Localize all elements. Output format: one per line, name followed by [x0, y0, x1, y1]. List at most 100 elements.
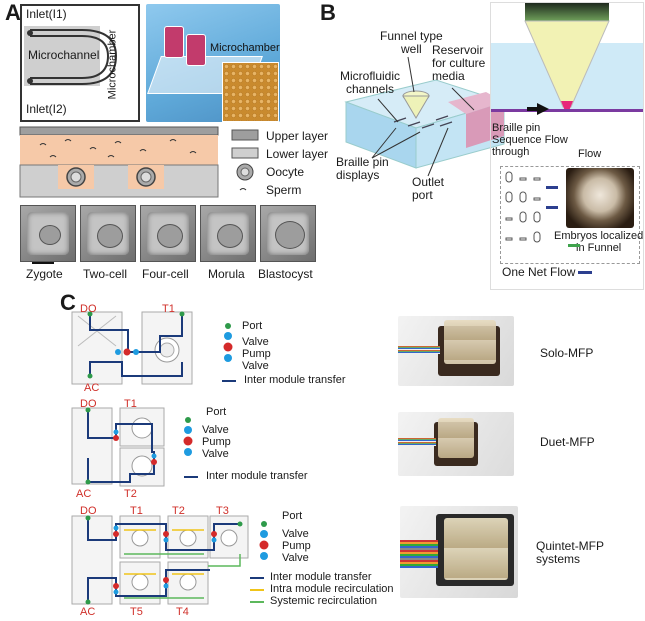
legend-lower-layer: Lower layer: [266, 147, 329, 161]
stage-label-morula: Morula: [208, 267, 245, 281]
solo-wells: [444, 320, 496, 364]
net-flow-arrow: [578, 271, 592, 274]
funnel-well-label: Funnel type well: [380, 29, 443, 56]
quintet-mfp-photo: [400, 506, 518, 598]
row3-t2: T2: [172, 505, 185, 517]
row3-valve-b: Valve: [282, 552, 309, 564]
cross-section-diagram: [19, 126, 219, 198]
legend-sperm: Sperm: [266, 183, 302, 197]
row1-do: DO: [80, 303, 97, 315]
panel-a-letter: A: [5, 0, 21, 25]
row2-valve-a: Valve: [202, 424, 229, 436]
stage-label-zygote: Zygote: [26, 267, 63, 281]
layer-legend: [231, 129, 259, 191]
green-arrow: [568, 244, 580, 247]
row1-ac: AC: [84, 382, 100, 394]
scale-bar: [32, 262, 54, 264]
quintet-mfp-schematic: [71, 515, 249, 605]
inlet1-label: Inlet(I1): [26, 7, 67, 21]
quintet-wells: [444, 518, 508, 580]
row3-legend-icons: [259, 521, 269, 560]
stage-image-morula: [200, 205, 256, 262]
solo-mfp-label: Solo-MFP: [540, 346, 594, 360]
outlet-port-label: Outlet port: [412, 175, 445, 202]
quintet-ribbon: [400, 540, 438, 568]
row3-transfer-line: [250, 577, 264, 579]
row1-valve-b: Valve: [242, 360, 269, 372]
row2-transfer-line: [184, 476, 198, 478]
duet-tubes: [398, 438, 436, 446]
reservoir-label: Reservoir for culture media: [432, 43, 486, 83]
microfluidic-channels-label: Microfluidic channels: [340, 69, 401, 96]
blue-arrow-2: [546, 206, 558, 209]
row2-legend-icons: [183, 417, 193, 456]
row3-port: Port: [282, 510, 303, 522]
inlet2-label: Inlet(I2): [26, 102, 67, 116]
embryos-label: Embryos localized in Funnel: [554, 230, 644, 254]
solo-mfp-schematic: [71, 311, 193, 385]
row3-intra: Intra module recirculation: [270, 583, 394, 595]
row3-pump: Pump: [282, 540, 311, 552]
microchamber-grid-inset: [222, 62, 279, 122]
row1-transfer: Inter module transfer: [244, 374, 346, 386]
cone-funnel: [524, 20, 610, 111]
device-well-1: [164, 26, 184, 58]
row1-port: Port: [242, 320, 263, 332]
row3-valve-a: Valve: [282, 528, 309, 540]
row2-ac: AC: [76, 488, 92, 500]
row3-t3: T3: [216, 505, 229, 517]
row2-t1: T1: [124, 398, 137, 410]
row2-pump: Pump: [202, 436, 231, 448]
row3-t4: T4: [176, 606, 189, 618]
duet-wells: [438, 418, 474, 458]
duet-mfp-photo: [398, 412, 514, 476]
flow-label: Flow: [578, 148, 602, 160]
panel-c-letter: C: [60, 290, 76, 315]
row3-transfer: Inter module transfer: [270, 571, 372, 583]
row1-valve-a: Valve: [242, 336, 269, 348]
row3-do: DO: [80, 505, 97, 517]
stage-image-two-cell: [80, 205, 136, 262]
solo-mfp-photo: [398, 316, 514, 386]
braille-sequence-box: [500, 166, 640, 264]
device-well-2: [186, 34, 206, 66]
braille-flow-label: Braille pin Sequence Flow through: [492, 122, 568, 158]
row3-systemic-line: [250, 601, 264, 603]
legend-oocyte: Oocyte: [266, 165, 305, 179]
row2-t2: T2: [124, 488, 137, 500]
stage-image-four-cell: [140, 205, 196, 262]
duet-mfp-schematic: [71, 407, 165, 487]
row3-t1: T1: [130, 505, 143, 517]
row3-systemic: Systemic recirculation: [270, 595, 377, 607]
row3-t5: T5: [130, 606, 143, 618]
lens-top: [525, 3, 609, 21]
microchamber-photo-label: Microchamber: [210, 42, 280, 54]
row3-intra-line: [250, 589, 264, 591]
braille-displays-label: Braille pin displays: [336, 155, 389, 182]
net-flow-label: One Net Flow: [502, 265, 576, 279]
duet-mfp-label: Duet-MFP: [540, 435, 595, 449]
row2-valve-b: Valve: [202, 448, 229, 460]
embryo-photo: [566, 168, 634, 228]
row1-pump: Pump: [242, 348, 271, 360]
solo-tubes: [398, 346, 440, 354]
row2-do: DO: [80, 398, 97, 410]
legend-upper-layer: Upper layer: [266, 129, 329, 143]
stage-label-four-cell: Four-cell: [142, 267, 189, 281]
row2-port: Port: [206, 406, 227, 418]
stage-label-two-cell: Two-cell: [83, 267, 128, 281]
row3-ac: AC: [80, 606, 96, 618]
row1-legend-icons: [223, 323, 233, 362]
flow-channel: [491, 109, 643, 112]
row1-transfer-line: [222, 380, 236, 382]
row1-t1: T1: [162, 303, 175, 315]
microchannel-label: Microchannel: [28, 48, 100, 62]
stage-image-zygote: [20, 205, 76, 262]
cone-schematic: [490, 2, 644, 290]
quintet-mfp-label: Quintet-MFP systems: [536, 539, 605, 566]
flow-arrow: [537, 103, 549, 115]
flow-arrow-tail: [527, 107, 537, 111]
stage-label-blastocyst: Blastocyst: [258, 267, 313, 281]
braille-pin-sequence: [505, 171, 541, 243]
